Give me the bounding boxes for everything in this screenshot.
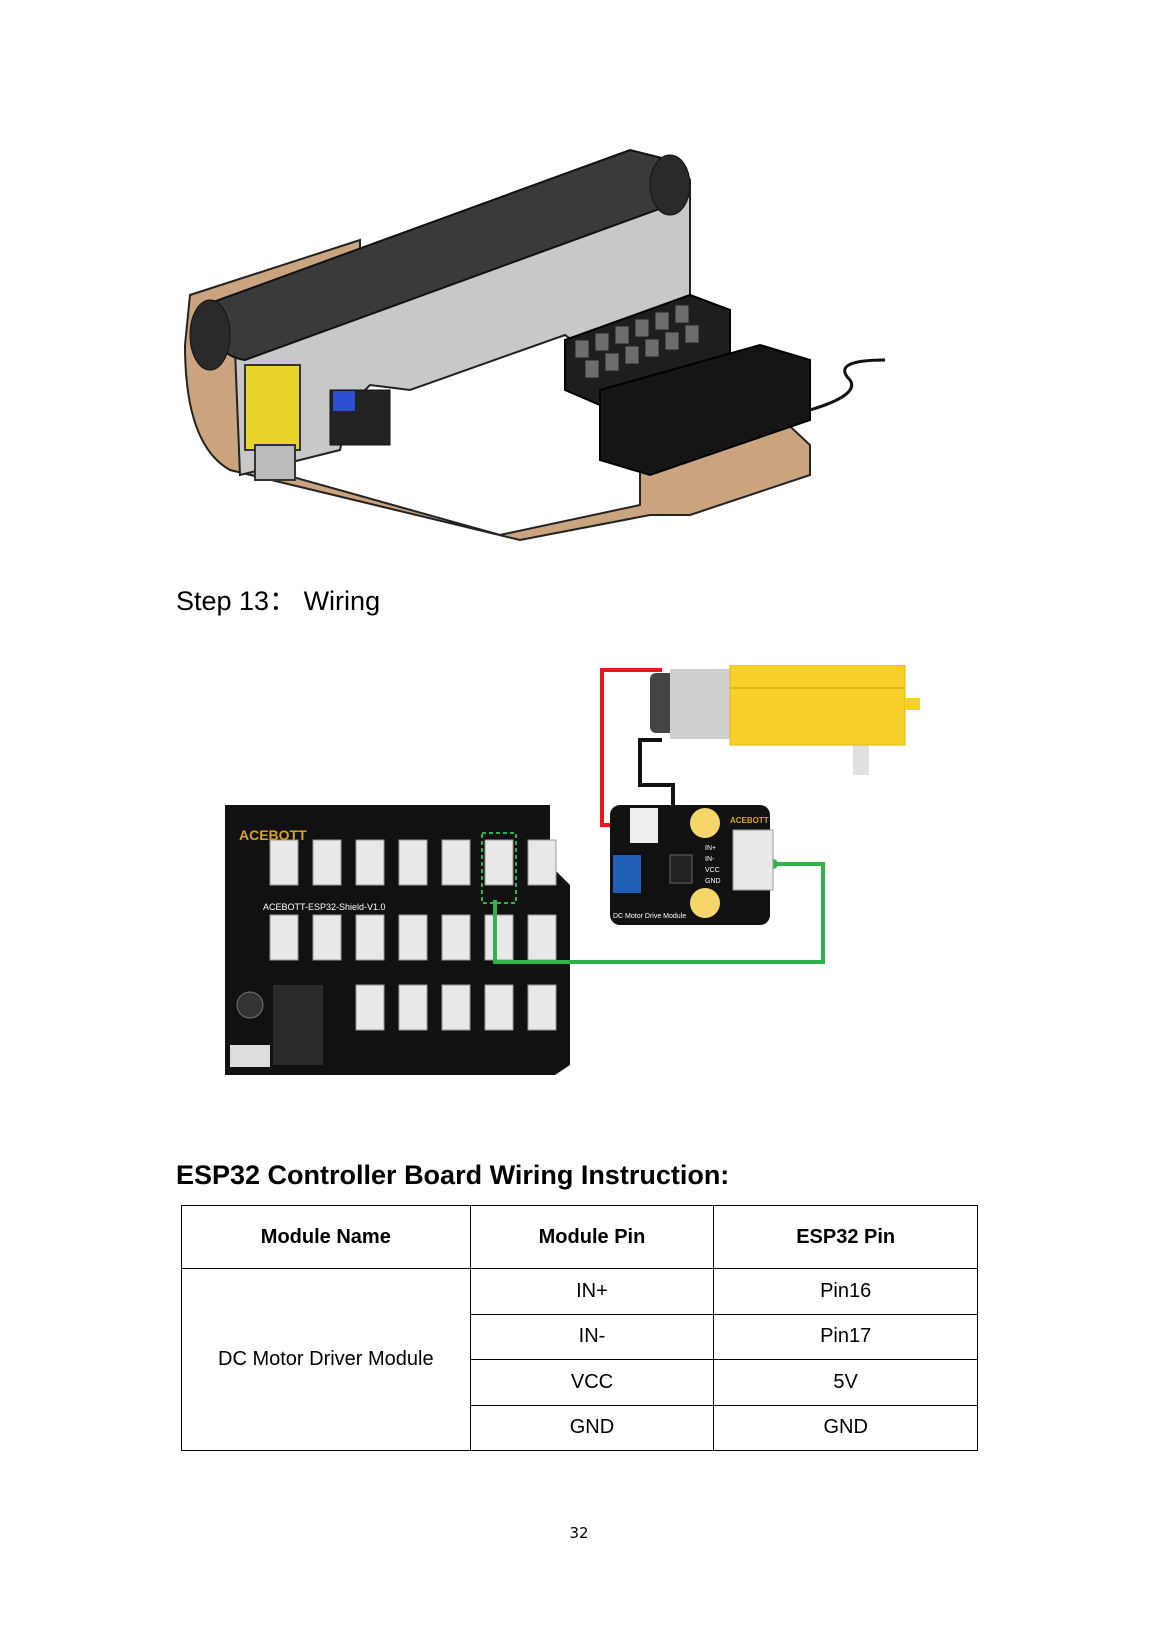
module-pin-cell: GND bbox=[469, 1404, 715, 1451]
green-wire bbox=[493, 862, 825, 964]
cable bbox=[809, 358, 886, 412]
section-heading: ESP32 Controller Board Wiring Instructio… bbox=[176, 1160, 730, 1190]
header-module-name: Module Name bbox=[181, 1205, 471, 1269]
module-pin-cell: VCC bbox=[469, 1359, 715, 1406]
dc-motor bbox=[650, 665, 920, 775]
driver-pin-in-plus: IN+ bbox=[705, 845, 716, 852]
esp32-shield-board: ACEBOTT ACEBOTT-ESP32-Shield-V1.0 Servo bbox=[225, 805, 570, 1075]
esp32-pin-cell: 5V bbox=[713, 1359, 978, 1406]
module-name-cell: DC Motor Driver Module bbox=[181, 1268, 471, 1451]
conveyor-assembly-illustration bbox=[183, 148, 886, 542]
wiring-table: Module Name Module Pin ESP32 Pin DC Moto… bbox=[181, 1205, 978, 1451]
battery-box bbox=[599, 343, 811, 477]
table-row: GND GND bbox=[182, 1404, 978, 1451]
yellow-gear-motor bbox=[244, 364, 301, 451]
dc-motor-drive-module: ACEBOTT IN+ IN- VCC GND DC Motor Drive M… bbox=[610, 805, 774, 925]
module-pin-cell: IN- bbox=[469, 1313, 715, 1360]
rear-roller bbox=[649, 154, 691, 216]
step-heading: Step 13： Wiring bbox=[176, 586, 381, 616]
table-header-row: Module Name Module Pin ESP32 Pin bbox=[181, 1205, 978, 1269]
driver-pin-in-minus: IN- bbox=[705, 856, 715, 863]
header-esp32-pin: ESP32 Pin bbox=[713, 1205, 978, 1269]
black-wire bbox=[638, 738, 675, 825]
wiring-diagram: ACEBOTT ACEBOTT-ESP32-Shield-V1.0 Servo … bbox=[225, 665, 920, 1075]
esp32-pin-cell: GND bbox=[713, 1404, 978, 1451]
module-pin-cell: IN+ bbox=[469, 1268, 715, 1315]
driver-title: DC Motor Drive Module bbox=[613, 913, 686, 920]
header-module-pin: Module Pin bbox=[469, 1205, 715, 1269]
driver-brand: ACEBOTT bbox=[730, 816, 769, 825]
board-model: ACEBOTT-ESP32-Shield-V1.0 bbox=[263, 902, 386, 912]
esp32-pin-cell: Pin16 bbox=[713, 1268, 978, 1315]
driver-pin-gnd: GND bbox=[705, 878, 721, 885]
esp32-pin-cell: Pin17 bbox=[713, 1313, 978, 1360]
page-number: 32 bbox=[569, 1524, 589, 1542]
servo-label: Servo bbox=[229, 883, 250, 892]
table-row: DC Motor Driver Module IN+ Pin16 bbox=[181, 1268, 978, 1451]
board-brand: ACEBOTT bbox=[239, 827, 307, 843]
front-roller bbox=[189, 299, 231, 371]
table-row: IN- Pin17 bbox=[182, 1313, 978, 1360]
driver-pin-vcc: VCC bbox=[705, 867, 720, 874]
